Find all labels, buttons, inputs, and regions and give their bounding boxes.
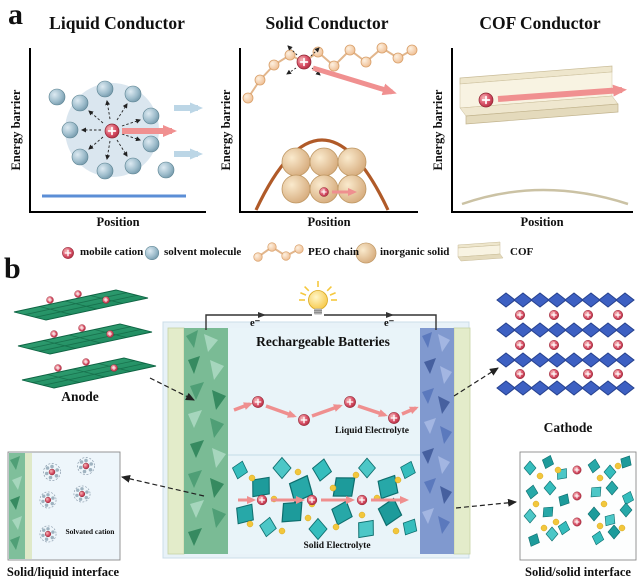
light-bulb-icon — [299, 281, 337, 315]
legend-label-cof: COF — [510, 246, 534, 258]
electron-flow-arrow — [258, 312, 266, 318]
peo-chain-icon — [253, 242, 304, 262]
x-axis-label: Position — [307, 215, 350, 229]
energy-barrier-curve — [254, 138, 390, 211]
solid-electrolyte-region — [229, 456, 422, 545]
liquid-electrolyte-label: Liquid Electrolyte — [335, 426, 409, 436]
mobile-cation-icon — [104, 123, 120, 139]
electron-label-left: e⁻ — [250, 318, 261, 329]
inset-connector-arrows — [121, 367, 517, 509]
solid-electrolyte-label: Solid Electrolyte — [303, 541, 371, 551]
solid-solid-interface-inset — [519, 451, 637, 561]
low-energy-curve — [461, 188, 629, 206]
solid-conductor-title: Solid Conductor — [265, 13, 389, 33]
solid-axes — [239, 48, 418, 213]
y-axis-label: Energy barrier — [9, 89, 23, 170]
cathode-connector-arrow — [453, 367, 499, 397]
mobile-cation-icon — [296, 54, 312, 70]
electron-flow-arrow — [386, 312, 394, 318]
mobile-cation-icon — [61, 246, 75, 260]
solid-liquid-interface-label: Solid/liquid interface — [6, 565, 120, 579]
cation-transport-arrow — [312, 65, 397, 96]
electrode-left-texture — [186, 330, 226, 546]
cof-conductor-title: COF Conductor — [479, 13, 601, 33]
liquid-conductor-panel — [42, 80, 203, 198]
y-axis-label: Energy barrier — [431, 89, 445, 170]
electrode-right-texture — [422, 332, 452, 534]
electron-label-right: e⁻ — [384, 318, 395, 329]
circuit-wire — [205, 312, 437, 330]
cof-axes — [451, 48, 633, 213]
solid-conductor-panel — [242, 42, 418, 211]
current-collector-right — [453, 327, 471, 555]
x-axis-label: Position — [520, 215, 563, 229]
solid-liquid-interface-inset — [7, 451, 121, 561]
anode-label: Anode — [61, 389, 99, 404]
liquid-axes — [29, 48, 206, 213]
legend-label-solvent-molecule: solvent molecule — [164, 246, 242, 258]
solid-solid-interface-label: Solid/solid interface — [525, 565, 631, 579]
cathode-structure — [497, 293, 634, 395]
current-collector-left — [167, 327, 185, 555]
figure-legend-icons — [61, 241, 504, 264]
battery-schematic — [162, 281, 471, 559]
x-axis-label: Position — [96, 215, 139, 229]
legend-label-inorganic-solid: inorganic solid — [380, 246, 450, 258]
liquid-conductor-title: Liquid Conductor — [49, 13, 185, 33]
solvated-cation-label: Solvated cation — [65, 527, 115, 536]
liquid-electrolyte-region — [233, 395, 419, 427]
solid-liquid-connector-arrow — [121, 474, 205, 497]
cathode-label: Cathode — [543, 420, 593, 435]
cof-conductor-panel — [459, 65, 629, 206]
solvent-molecule-icon — [144, 245, 160, 261]
battery-title: Rechargeable Batteries — [256, 334, 390, 349]
cof-icon — [457, 241, 504, 262]
panel-a-letter: a — [8, 0, 23, 31]
panel-b-letter: b — [4, 252, 21, 285]
solvation-arrows — [81, 100, 141, 160]
anode-connector-arrow — [149, 377, 195, 401]
mobile-cation-icon — [478, 92, 494, 108]
legend-label-peo-chain: PEO chain — [308, 246, 360, 258]
y-axis-label: Energy barrier — [219, 89, 233, 170]
cation-transport-arrow — [497, 84, 627, 102]
anode-structure — [13, 289, 157, 389]
solid-solid-connector-arrow — [455, 498, 517, 509]
legend-label-mobile-cation: mobile cation — [80, 246, 144, 258]
mobile-cation-icon — [318, 186, 330, 198]
